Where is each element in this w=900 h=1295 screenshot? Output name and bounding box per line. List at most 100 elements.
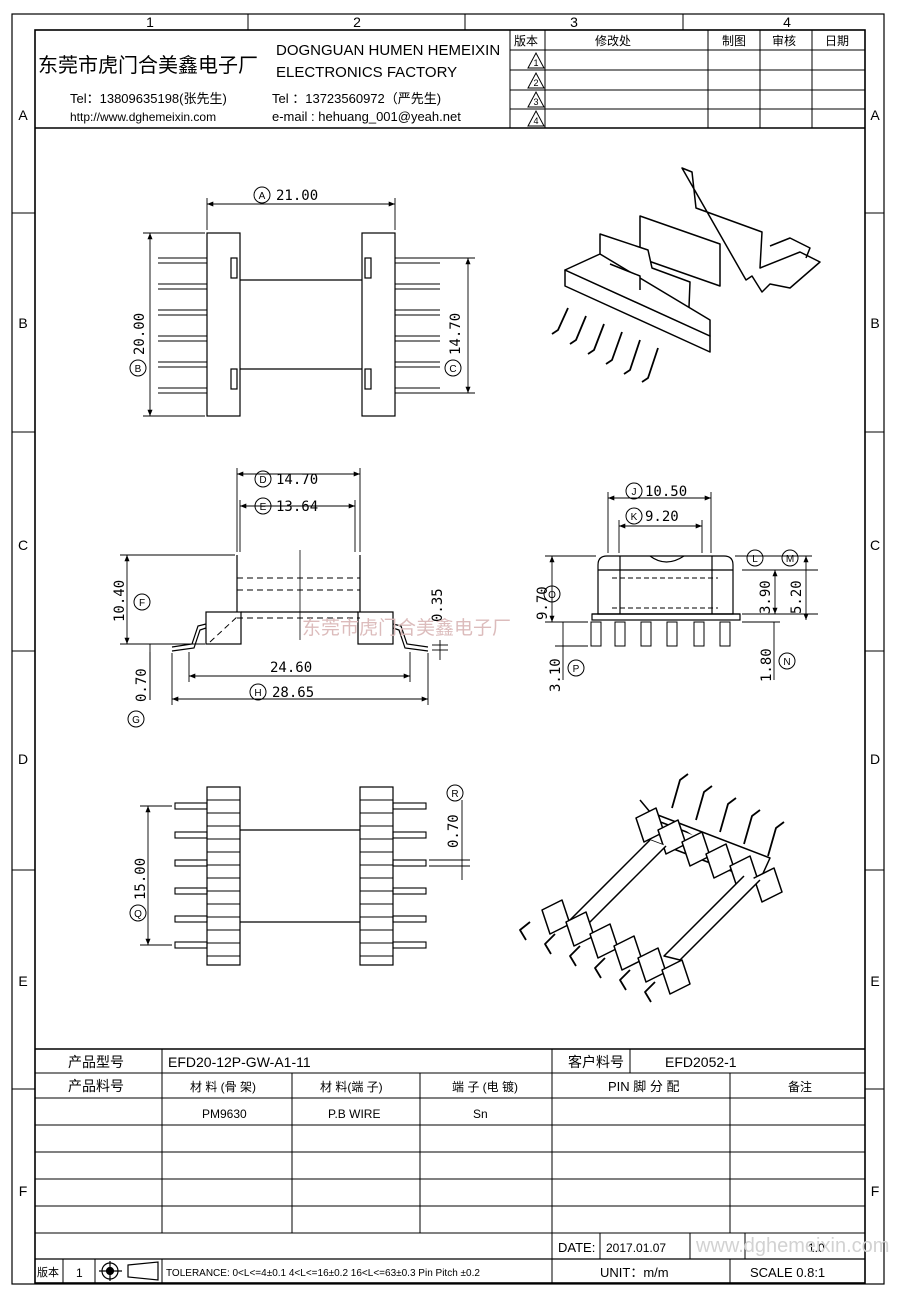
- rev-header-version: 版本: [514, 34, 538, 48]
- product-part-label: 产品料号: [68, 1078, 124, 1094]
- bottom-view: [174, 786, 427, 966]
- svg-text:A: A: [259, 191, 266, 202]
- version-label: 版本: [37, 1265, 59, 1279]
- remark-label: 备注: [788, 1079, 812, 1094]
- plating-label: 端 子 (电 镀): [452, 1080, 518, 1094]
- projection-symbol: [99, 1261, 159, 1281]
- svg-text:C: C: [870, 537, 880, 553]
- tel-2: Tel ：13723560972（严先生): [272, 91, 441, 106]
- front-view-dimensions: [120, 468, 448, 705]
- dim-l: L: [746, 549, 764, 567]
- dim-d-value: 14.70: [276, 472, 318, 488]
- svg-text:B: B: [870, 315, 879, 331]
- svg-text:F: F: [871, 1183, 880, 1199]
- dim-h-value: 28.65: [272, 685, 314, 701]
- top-view-dimensions: [143, 198, 475, 417]
- date: 2017.01.07: [606, 1241, 666, 1255]
- svg-text:D: D: [870, 751, 880, 767]
- title-block-text: 产品型号 EFD20-12P-GW-A1-11 客户料号 EFD2052-1 产…: [37, 1054, 825, 1280]
- row-label-e: E: [18, 973, 27, 989]
- col-label-3: 3: [570, 14, 578, 30]
- svg-text:G: G: [132, 715, 140, 726]
- material-bobbin: PM9630: [202, 1107, 247, 1121]
- dim-c-value: 14.70: [448, 313, 464, 355]
- dim-p: P 3.10: [548, 658, 585, 692]
- drawing-frame: [11, 13, 885, 1285]
- dimension-texts: A 21.00 B 20.00 C 14.70 D 14.70 E 13.64 …: [112, 186, 805, 922]
- rev-header-review: 审核: [772, 33, 796, 48]
- dim-j: J 10.50: [625, 482, 687, 500]
- side-view-dimensions: [545, 492, 818, 680]
- dim-p-value: 3.10: [548, 658, 564, 692]
- dim-i: 0.35: [430, 588, 446, 622]
- watermark: 东莞市虎门合美鑫电子厂: [302, 617, 511, 639]
- company-name-cn: 东莞市虎门合美鑫电子厂: [38, 54, 258, 77]
- version: 1: [76, 1266, 83, 1280]
- svg-text:L: L: [752, 554, 758, 565]
- dim-f-value: 10.40: [112, 580, 128, 622]
- svg-text:P: P: [573, 664, 580, 675]
- tel-1: Tel：13809635198(张先生): [70, 91, 227, 106]
- material-bobbin-label: 材 料 (骨 架): [190, 1080, 256, 1094]
- product-model-label: 产品型号: [68, 1054, 124, 1070]
- dim-a-value: 21.00: [276, 188, 318, 204]
- front-view: [171, 550, 429, 652]
- dim-390: 3.90: [758, 580, 774, 614]
- bottom-view-dimensions: [140, 800, 470, 946]
- pin-assign-label: PIN 脚 分 配: [608, 1079, 680, 1094]
- dim-a: A 21.00: [253, 186, 318, 204]
- dim-d: D 14.70: [254, 470, 318, 488]
- dim-j-value: 10.50: [645, 484, 687, 500]
- sheet: 1.0: [808, 1241, 825, 1255]
- dim-e-value: 13.64: [276, 499, 318, 515]
- row-label-b: B: [18, 315, 27, 331]
- svg-text:E: E: [870, 973, 879, 989]
- rev-mark-4: 4: [533, 116, 538, 126]
- dim-o-value: 9.70: [535, 586, 551, 620]
- rev-mark-3: 3: [533, 97, 538, 107]
- dim-c: C 14.70: [444, 313, 464, 377]
- svg-text:F: F: [139, 598, 145, 609]
- front-view-hidden-lines: [209, 577, 360, 643]
- top-view: [158, 232, 440, 417]
- dim-f: F 10.40: [112, 580, 151, 622]
- scale: SCALE 0.8:1: [750, 1265, 825, 1280]
- email: e-mail : hehuang_001@yeah.net: [272, 109, 461, 124]
- dim-m: M: [781, 549, 799, 567]
- frame-labels: 1 2 3 4 A B C D E F A B C D E F: [18, 14, 880, 1199]
- side-view-hidden-lines: [612, 577, 718, 609]
- material-pin-label: 材 料(端 子): [320, 1080, 383, 1094]
- col-label-4: 4: [783, 14, 791, 30]
- dim-390-value: 3.90: [758, 580, 774, 614]
- svg-text:C: C: [449, 364, 456, 375]
- watermark-url: www.dghemeixin.com: [695, 1235, 889, 1257]
- dim-q-value: 15.00: [133, 858, 149, 900]
- unit: UNIT：m/m: [600, 1265, 669, 1280]
- dim-r-value: 0.70: [446, 814, 462, 848]
- revision-table: 版本 修改处 制图 审核 日期 1 2 3 4: [510, 30, 865, 128]
- rev-mark-1: 1: [533, 58, 538, 68]
- customer-part-label: 客户料号: [568, 1054, 624, 1070]
- dim-e: E 13.64: [254, 497, 318, 515]
- dim-k-value: 9.20: [645, 509, 679, 525]
- svg-text:N: N: [783, 657, 790, 668]
- dim-b: B 20.00: [129, 313, 148, 377]
- svg-text:M: M: [786, 554, 794, 565]
- row-label-d: D: [18, 751, 28, 767]
- svg-text:R: R: [451, 789, 458, 800]
- svg-text:K: K: [631, 512, 638, 523]
- dim-g-value: 0.70: [134, 668, 150, 702]
- dim-520-value: 5.20: [789, 580, 805, 614]
- customer-part: EFD2052-1: [665, 1054, 737, 1070]
- dim-n: N 1.80: [759, 648, 796, 682]
- svg-text:Q: Q: [134, 909, 142, 920]
- rev-mark-2: 2: [533, 78, 538, 88]
- svg-text:E: E: [260, 502, 267, 513]
- dim-n-value: 1.80: [759, 648, 775, 682]
- date-label: DATE:: [558, 1240, 595, 1255]
- company-name-en-2: ELECTRONICS FACTORY: [276, 64, 457, 81]
- product-model: EFD20-12P-GW-A1-11: [168, 1054, 311, 1070]
- svg-text:B: B: [135, 364, 142, 375]
- header-block: 东莞市虎门合美鑫电子厂 DOGNGUAN HUMEN HEMEIXIN ELEC…: [35, 30, 865, 129]
